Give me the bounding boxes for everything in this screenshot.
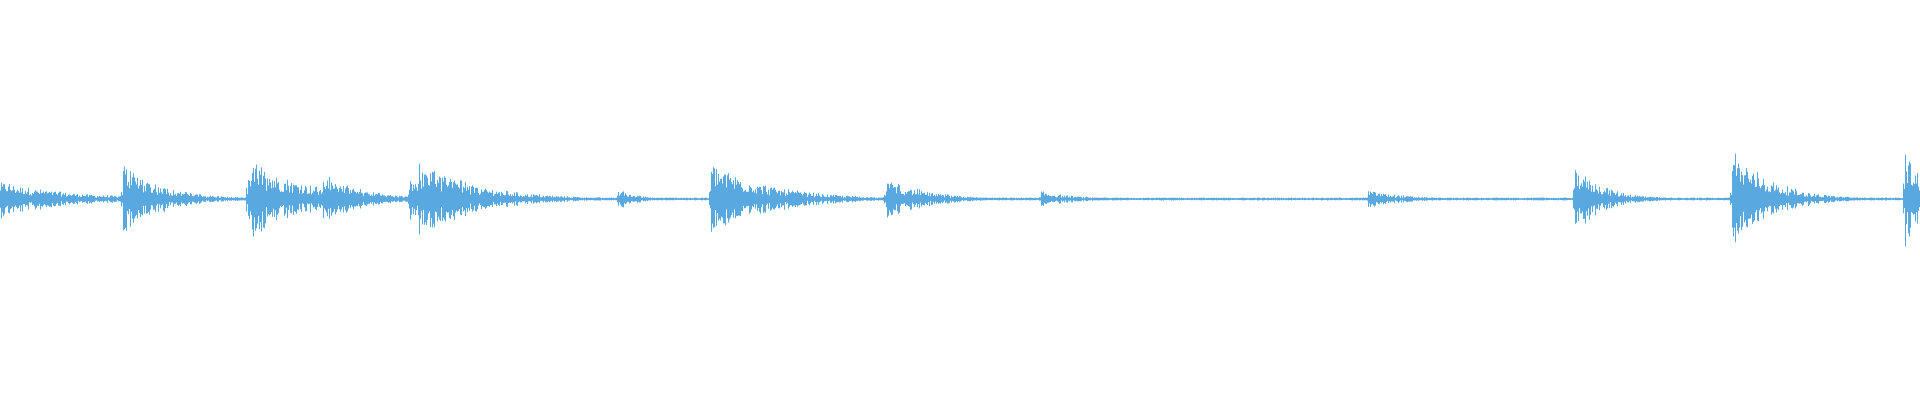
waveform-signal (0, 153, 1920, 247)
